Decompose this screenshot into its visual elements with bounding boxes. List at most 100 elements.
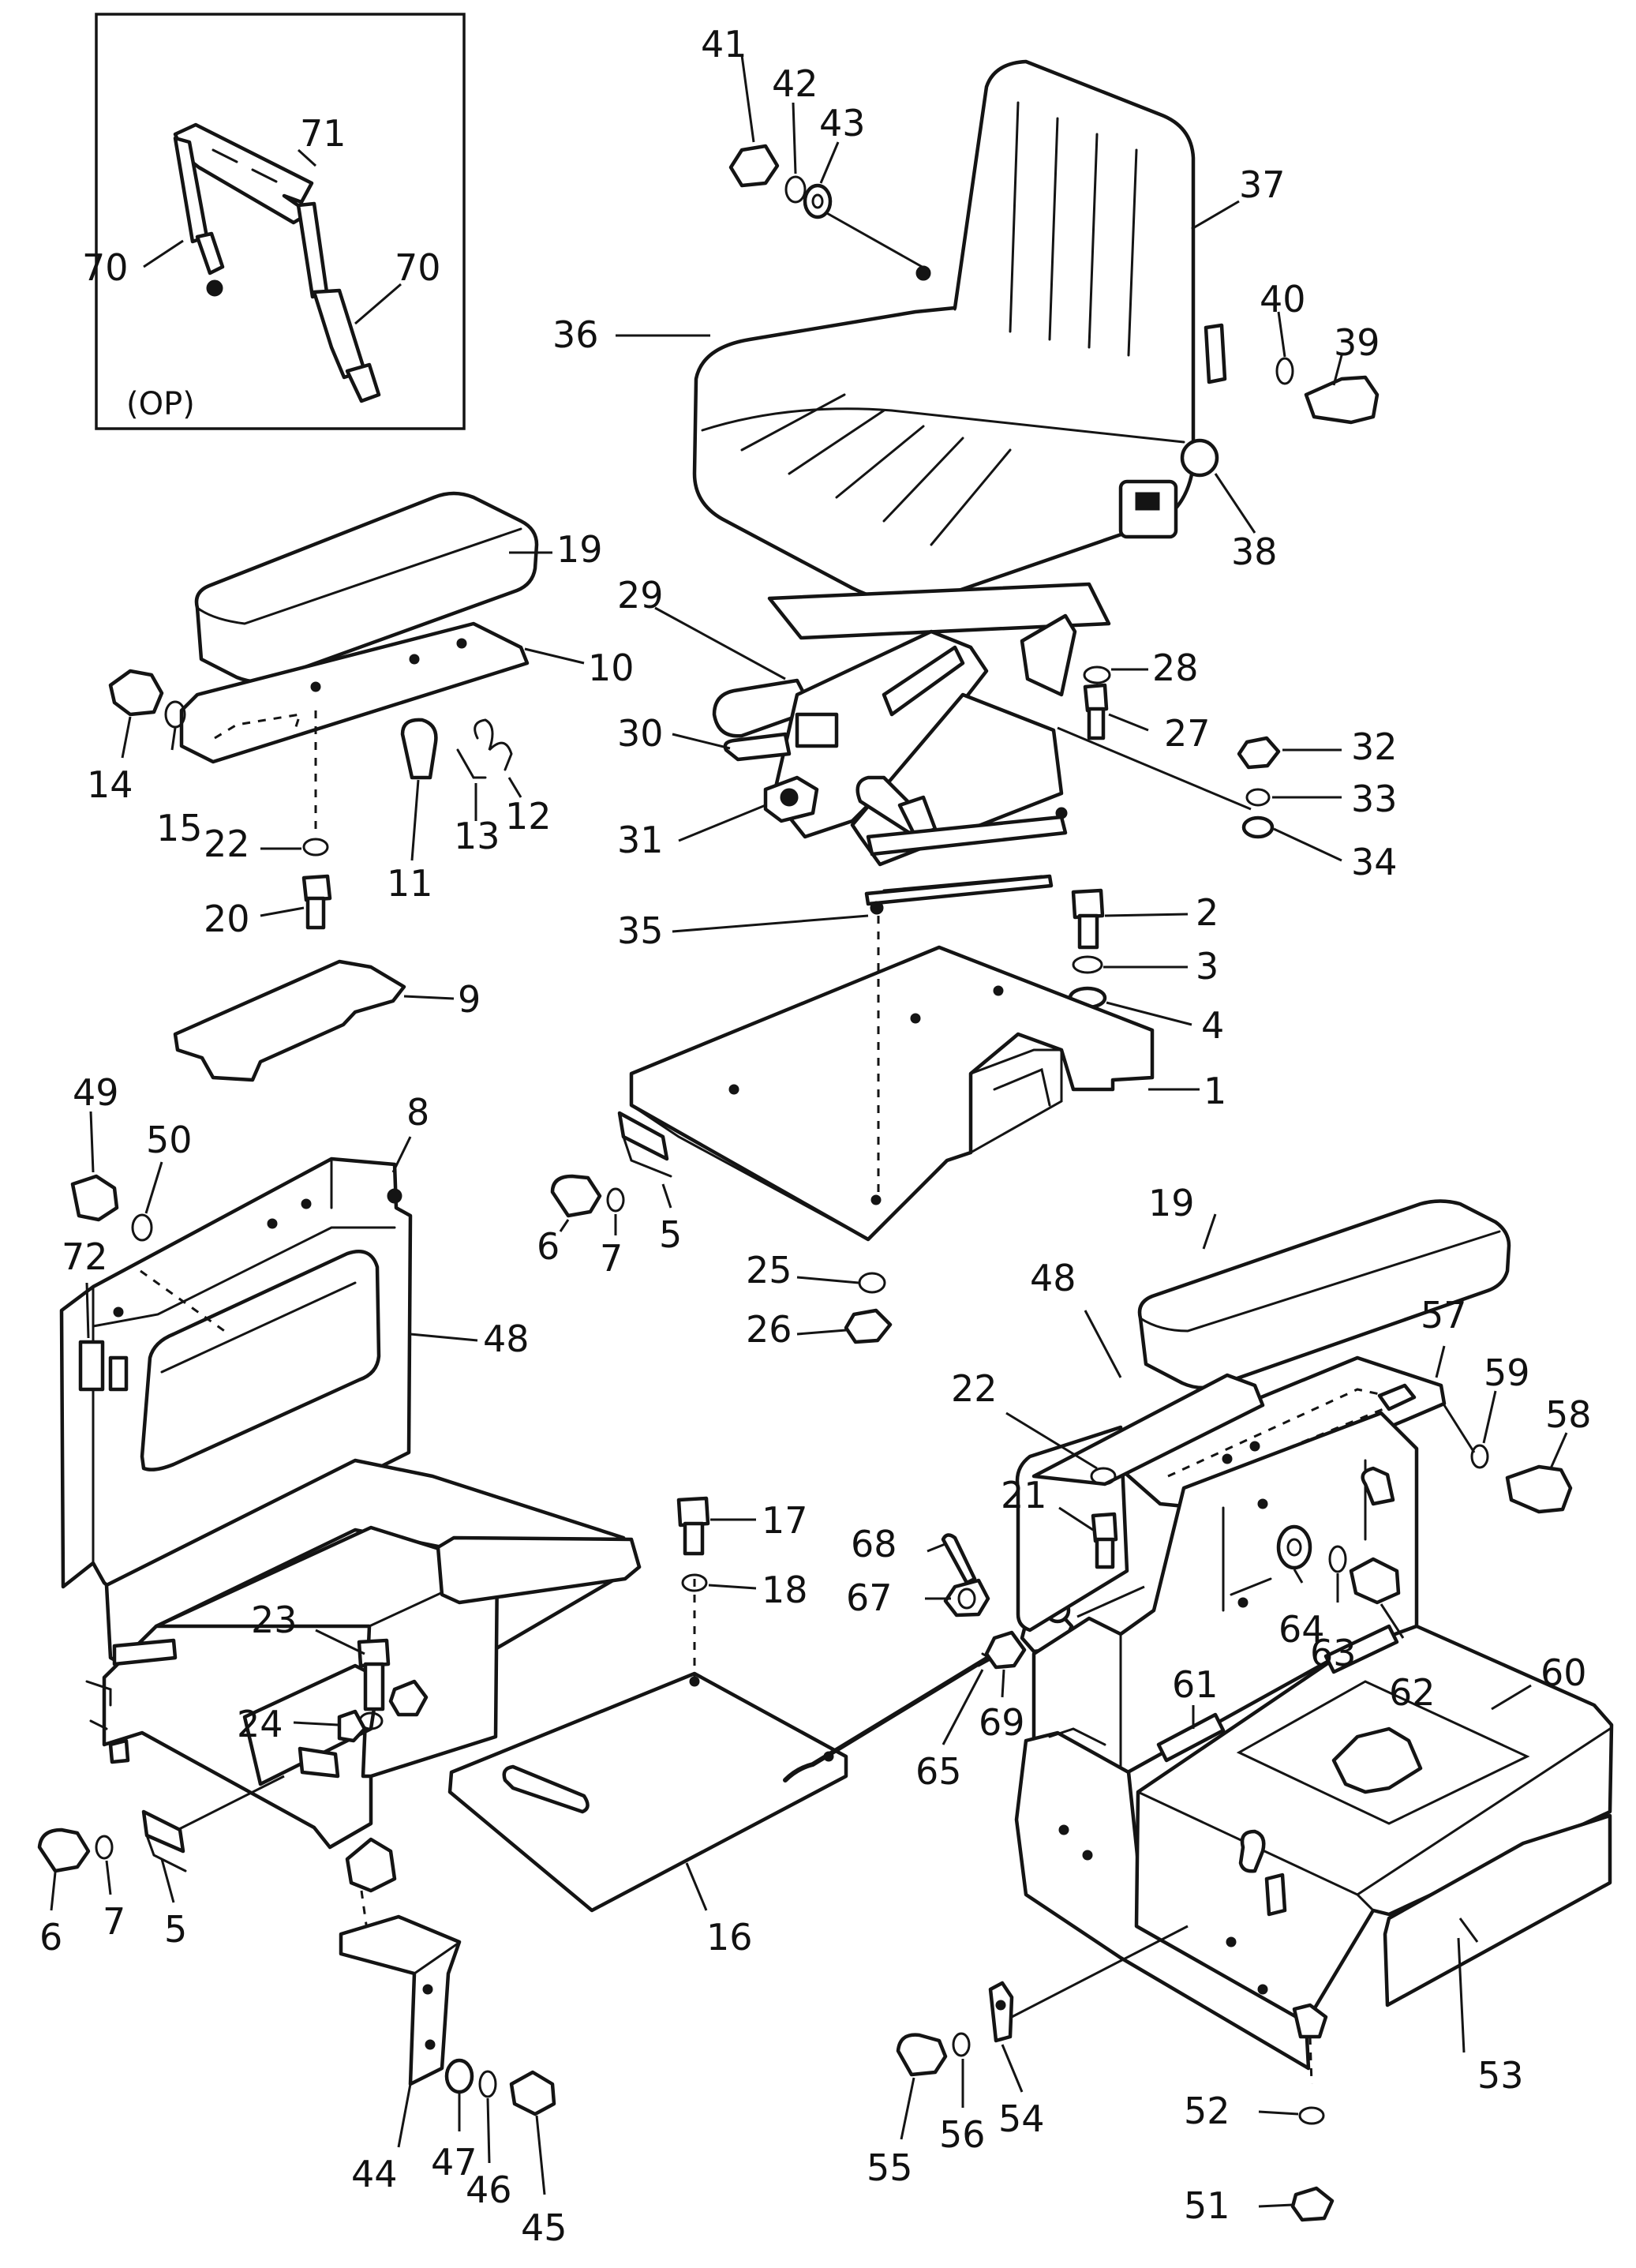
label-17: 17 — [762, 1499, 808, 1542]
inset-op-label: (OP) — [126, 386, 195, 422]
label-14: 14 — [87, 763, 133, 806]
right-armrest-bolt: 59 58 — [1470, 1351, 1592, 1514]
seat-base-plate: 1 — [629, 916, 1226, 1242]
latch-54 — [988, 1981, 1014, 2043]
seat-cushion-shell — [692, 59, 1196, 605]
leader-14 — [121, 716, 132, 759]
washer-7-left — [95, 1835, 114, 1860]
label-31: 31 — [617, 819, 664, 861]
spring-washer-56 — [952, 2032, 971, 2057]
right-console: 48 60 53 — [1014, 1257, 1614, 2097]
leader-57 — [1435, 1345, 1446, 1378]
leader-41 — [740, 54, 755, 143]
label-24: 24 — [237, 1703, 283, 1745]
nut-26 — [844, 1308, 893, 1344]
label-52: 52 — [1184, 2090, 1230, 2132]
label-5a: 5 — [659, 1213, 682, 1256]
bracket-44 — [339, 1914, 462, 2086]
nut-24b — [337, 1709, 367, 1743]
leader-55 — [900, 2077, 915, 2140]
label-13: 13 — [454, 815, 500, 857]
nut-washer-stack: 32 33 34 — [1237, 725, 1398, 883]
label-3: 3 — [1196, 945, 1219, 988]
washer-22-right — [1090, 1467, 1117, 1486]
label-10: 10 — [588, 647, 635, 689]
label-48b: 48 — [1030, 1257, 1076, 1299]
pin-11 — [400, 718, 438, 780]
leader-38 — [1214, 473, 1256, 534]
leader-34 — [1273, 827, 1342, 862]
label-70a: 70 — [82, 246, 129, 289]
cover-9: 9 — [173, 959, 481, 1082]
seat-back-ribs — [1009, 101, 1138, 357]
label-15: 15 — [156, 807, 203, 849]
label-67: 67 — [846, 1576, 893, 1619]
tool-box-53-side — [1383, 1813, 1612, 2007]
spring-washer-46 — [478, 2070, 497, 2098]
label-38: 38 — [1231, 530, 1278, 573]
leader-22b — [1005, 1411, 1098, 1470]
suspension-bolt: 28 27 — [1083, 647, 1211, 755]
bolt-23-head — [357, 1638, 391, 1668]
bolt-49 — [70, 1174, 119, 1222]
leader-10 — [524, 647, 585, 665]
label-50: 50 — [146, 1119, 193, 1161]
label-47: 47 — [431, 2141, 477, 2184]
bolt-17-head — [676, 1496, 710, 1528]
label-48a: 48 — [483, 1318, 530, 1360]
label-41: 41 — [701, 23, 747, 66]
console-hinge-hardware: 64 63 62 61 — [1156, 1524, 1436, 1763]
bolt-20-shank — [305, 896, 326, 930]
rod-65 — [783, 1655, 990, 1783]
hinge-62 — [1323, 1624, 1399, 1674]
label-62: 62 — [1389, 1671, 1436, 1714]
leader-59 — [1482, 1390, 1497, 1444]
leader-43-line — [812, 204, 926, 270]
label-68: 68 — [851, 1523, 897, 1565]
seat-recliner-knob — [1180, 438, 1219, 478]
label-71: 71 — [300, 112, 346, 155]
leader-60 — [1491, 1684, 1532, 1711]
bolt-6-middle — [550, 1174, 602, 1218]
tool-box-recess — [1236, 1680, 1530, 1825]
leader-18 — [708, 1584, 757, 1590]
seat-back-edge — [953, 85, 988, 311]
leader-26 — [796, 1329, 847, 1336]
seat-top-hardware: 41 42 43 — [701, 23, 866, 219]
leader-65 — [942, 1669, 984, 1745]
label-36: 36 — [552, 313, 599, 356]
label-56: 56 — [939, 2113, 986, 2156]
label-55: 55 — [867, 2146, 913, 2189]
leader-5b — [160, 1858, 175, 1903]
leader-68 — [927, 1542, 948, 1553]
tool-box-60 — [1134, 1624, 1614, 2025]
seat-cushion-ribs — [740, 393, 1012, 546]
leader-49 — [89, 1111, 95, 1173]
label-44: 44 — [351, 2153, 398, 2195]
suspension-scissor-arm — [882, 645, 965, 717]
floor-plate-16 — [447, 1671, 848, 1913]
spring-washer-52 — [1298, 2106, 1325, 2125]
clip-5-left — [141, 1809, 185, 1854]
label-53: 53 — [1477, 2054, 1524, 2097]
spring-washer-42 — [784, 175, 807, 204]
base-plate-nut: 25 26 — [746, 1249, 893, 1351]
armrest-bracket-10 — [179, 621, 530, 764]
label-18: 18 — [762, 1569, 808, 1611]
leader-24 — [293, 1721, 339, 1726]
leader-70b — [354, 283, 402, 325]
leader-29 — [654, 606, 786, 680]
washer-59 — [1470, 1444, 1489, 1469]
seat-side-bolt: 40 39 — [1260, 278, 1380, 425]
label-63: 63 — [1310, 1632, 1357, 1674]
leader-35 — [672, 914, 869, 933]
seat-belt-right-strap — [296, 201, 329, 299]
label-19a: 19 — [556, 528, 603, 571]
label-28: 28 — [1152, 647, 1199, 689]
bolt-14 — [108, 669, 164, 717]
label-4: 4 — [1201, 1004, 1224, 1047]
seat-side-bracket — [1204, 323, 1227, 384]
suspension-to-washer-line — [1057, 726, 1252, 811]
leader-21 — [1058, 1506, 1094, 1531]
